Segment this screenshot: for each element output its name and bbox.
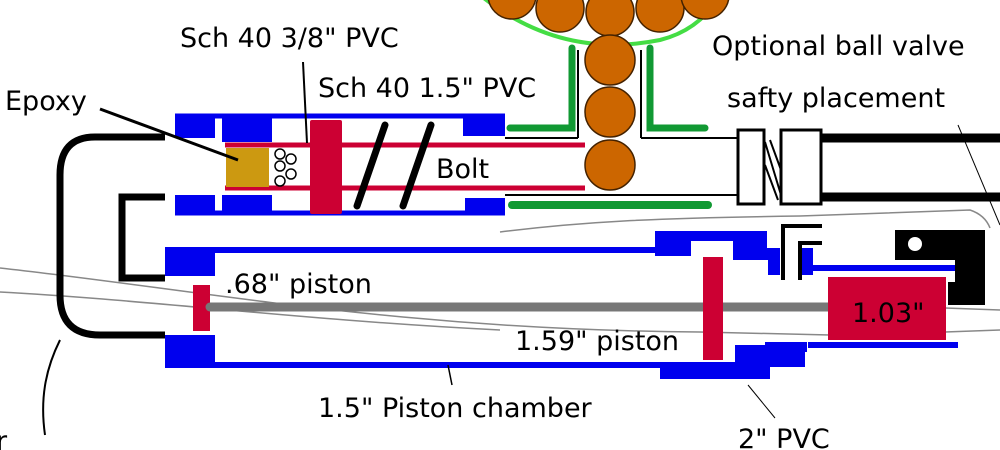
o-rings	[274, 148, 297, 187]
hopper	[483, 0, 740, 209]
bolt-assembly	[99, 61, 585, 216]
label-ball-valve: Optional ball valve	[712, 31, 965, 62]
label-piston-068: .68" piston	[225, 269, 372, 300]
label-cut-off: r	[0, 426, 8, 450]
label-piston-159: 1.59" piston	[515, 326, 679, 357]
ball-valve	[736, 128, 1000, 206]
label-piston-chamber: 1.5" Piston chamber	[318, 393, 593, 424]
ammo-balls	[487, 0, 730, 191]
air-hose	[56, 133, 165, 339]
label-epoxy: Epoxy	[5, 86, 87, 117]
piston-159	[703, 257, 723, 360]
label-sch40-15-pvc: Sch 40 1.5" PVC	[318, 73, 536, 104]
bolt-spring	[353, 121, 389, 210]
piston-103	[828, 277, 946, 340]
label-bolt: Bolt	[436, 154, 489, 185]
piston-068	[193, 285, 210, 331]
label-sch40-38-pvc: Sch 40 3/8" PVC	[180, 23, 399, 54]
label-2in-pvc: 2" PVC	[738, 424, 830, 450]
label-piston-103: 1.03"	[852, 298, 925, 329]
epoxy-plug	[226, 148, 269, 187]
label-safety-placement: safty placement	[727, 83, 945, 114]
piston-chamber	[165, 224, 985, 419]
